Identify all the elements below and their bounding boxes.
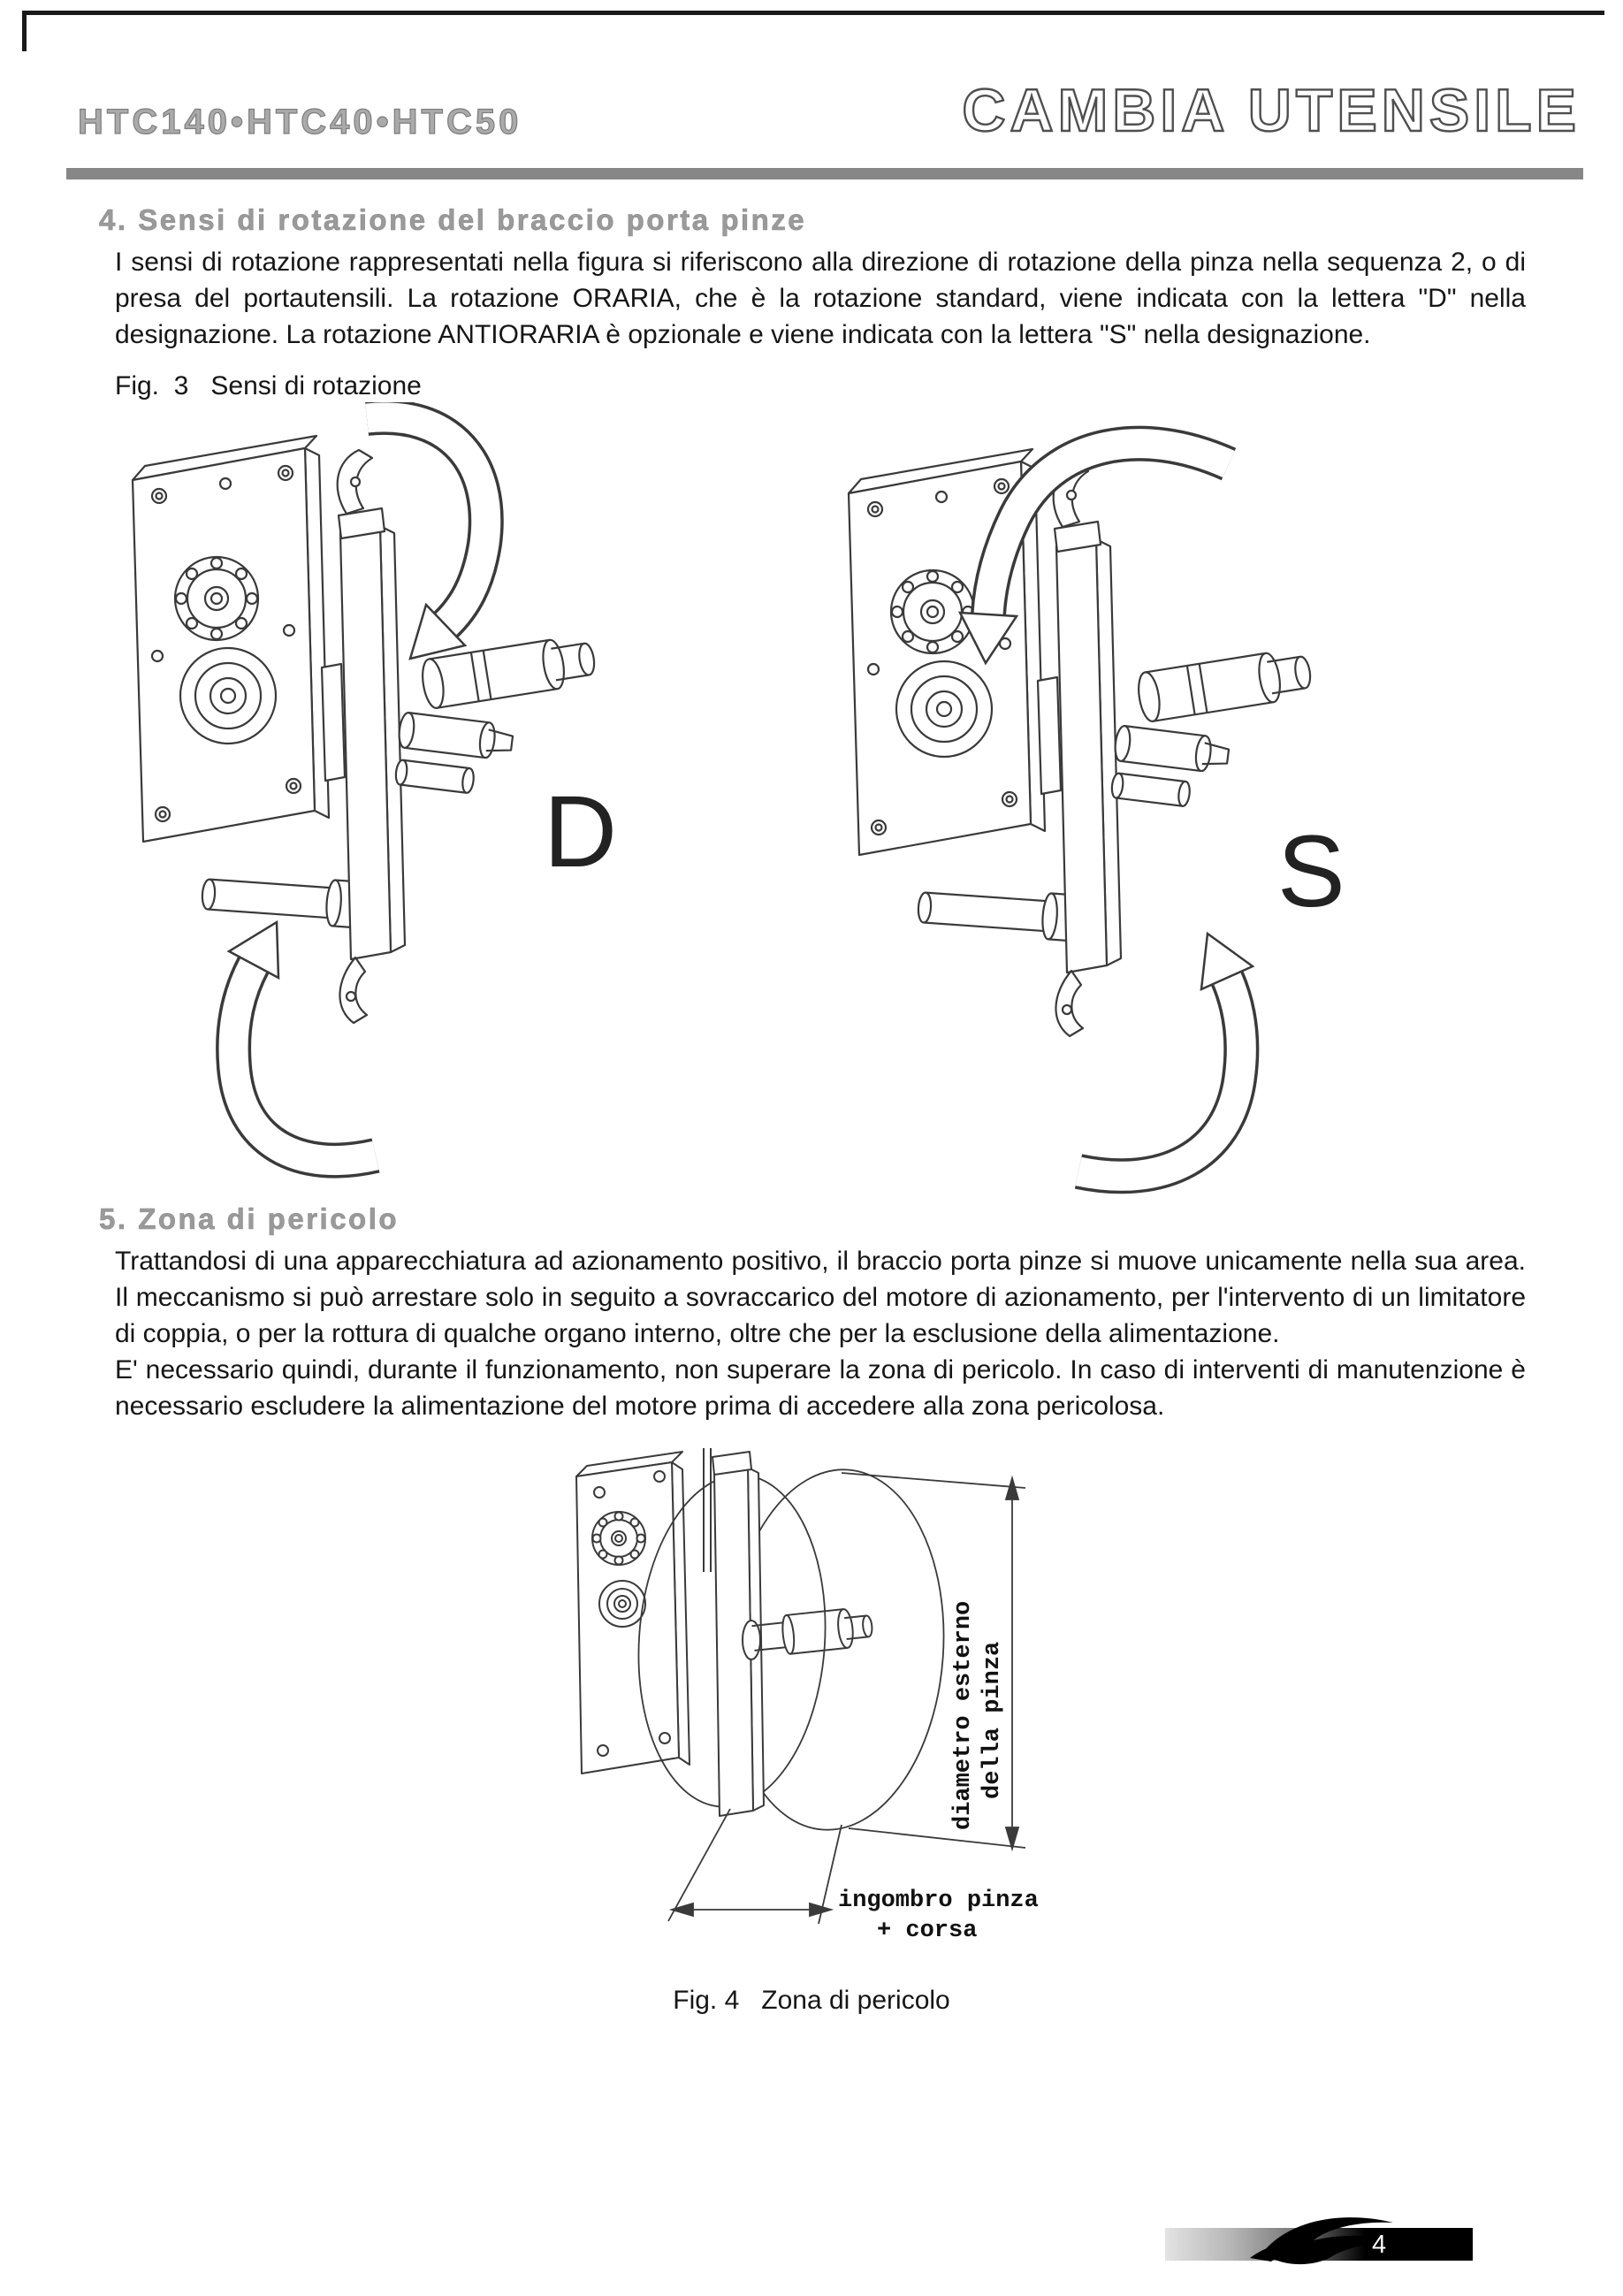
diameter-dimension — [841, 1472, 1026, 1852]
section-5-paragraphs: Trattandosi di una apparecchiatura ad az… — [115, 1243, 1526, 1424]
rotation-arrow-bottom — [216, 919, 380, 1179]
stroke-dimension — [667, 1808, 842, 1925]
machine-partial-drawing — [575, 1448, 712, 1774]
top-rule — [22, 11, 1604, 15]
section-4-paragraph: I sensi di rotazione rappresentati nella… — [115, 248, 1526, 349]
header-divider-bar — [66, 168, 1583, 179]
diameter-label-line2: della pinza — [979, 1642, 1006, 1799]
tool-changer-drawing — [847, 447, 1315, 1038]
stroke-label-line2: + corsa — [877, 1918, 977, 1944]
rotation-arrow-top — [957, 425, 1237, 666]
figure-3-caption: Fig. 3 Sensi di rotazione — [115, 371, 422, 400]
section-5-heading: 5. Zona di pericolo — [99, 1202, 400, 1236]
section-5-paragraph-2: E' necessario quindi, durante il funzion… — [115, 1355, 1526, 1421]
figure-4-caption: Fig. 4 Zona di pericolo — [673, 1986, 950, 2015]
stroke-label-line1: ingombro pinza — [838, 1888, 1039, 1914]
direction-letter-d: D — [544, 775, 617, 889]
rotation-diagram-clockwise: D — [131, 402, 617, 1179]
rotation-arrow-top — [365, 402, 504, 660]
top-left-corner-mark — [22, 11, 27, 51]
stroke-label: ingombro pinza + corsa — [838, 1888, 1053, 1944]
document-title: CAMBIA UTENSILE — [961, 76, 1581, 145]
section-5-paragraph-1: Trattandosi di una apparecchiatura ad az… — [115, 1247, 1526, 1348]
brand-logo — [1250, 2217, 1395, 2265]
diameter-label: diametro esterno della pinza — [950, 1587, 1006, 1830]
rotation-diagram-counterclockwise: S — [847, 425, 1345, 1194]
danger-zone-diagram: diametro esterno della pinza ingombro pi… — [575, 1448, 1053, 1944]
tool-changer-drawing — [131, 434, 599, 1025]
direction-letter-s: S — [1277, 815, 1345, 928]
arm-and-tool-drawing — [712, 1451, 873, 1817]
page-number: 4 — [1372, 2231, 1388, 2259]
model-codes: HTC140•HTC40•HTC50 — [77, 102, 522, 141]
section-4-heading: 4. Sensi di rotazione del braccio porta … — [99, 203, 807, 237]
rotation-arrow-bottom — [1074, 931, 1260, 1194]
diameter-label-line1: diametro esterno — [950, 1601, 977, 1830]
